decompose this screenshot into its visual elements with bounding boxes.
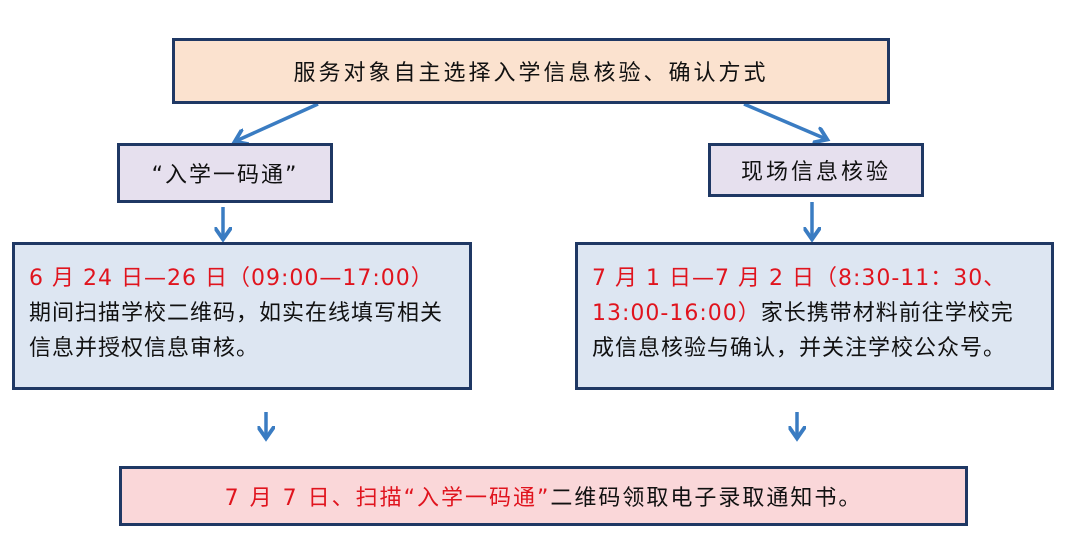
bottom-result-date: 7 月 7 日、扫描“入学一码通” bbox=[224, 486, 551, 511]
arrow-top-to-left bbox=[236, 102, 319, 141]
right-detail-paragraph: 7 月 1 日—7 月 2 日（8:30-11：30、13:00-16:00）家… bbox=[592, 261, 1035, 366]
left-option-box: “入学一码通” bbox=[117, 143, 333, 203]
right-detail-box: 7 月 1 日—7 月 2 日（8:30-11：30、13:00-16:00）家… bbox=[575, 242, 1054, 390]
right-option-text: 现场信息核验 bbox=[740, 160, 891, 185]
right-detail-date: 7 月 1 日—7 月 2 日（8:30-11：30、13:00-16:00） bbox=[592, 266, 1007, 326]
right-option-box: 现场信息核验 bbox=[708, 143, 924, 197]
left-detail-box: 6 月 24 日—26 日（09:00—17:00） 期间扫描学校二维码，如实在线… bbox=[12, 242, 472, 390]
top-decision-text: 服务对象自主选择入学信息核验、确认方式 bbox=[293, 61, 769, 86]
bottom-result-text: 7 月 7 日、扫描“入学一码通”二维码领取电子录取通知书。 bbox=[225, 480, 863, 512]
top-decision-box: 服务对象自主选择入学信息核验、确认方式 bbox=[172, 38, 890, 104]
bottom-result-description: 二维码领取电子录取通知书。 bbox=[550, 486, 863, 511]
left-option-text: “入学一码通” bbox=[151, 163, 299, 188]
left-detail-description: 期间扫描学校二维码，如实在线填写相关信息并授权信息审核。 bbox=[29, 301, 444, 361]
left-detail-paragraph: 6 月 24 日—26 日（09:00—17:00） 期间扫描学校二维码，如实在线… bbox=[29, 261, 453, 366]
right-detail-description: 家长携带材料前往学校完成信息核验与确认，并关注学校公众号。 bbox=[592, 301, 1014, 361]
arrow-top-to-right bbox=[743, 102, 826, 139]
bottom-result-box: 7 月 7 日、扫描“入学一码通”二维码领取电子录取通知书。 bbox=[119, 466, 968, 526]
left-detail-date: 6 月 24 日—26 日（09:00—17:00） bbox=[29, 266, 434, 291]
